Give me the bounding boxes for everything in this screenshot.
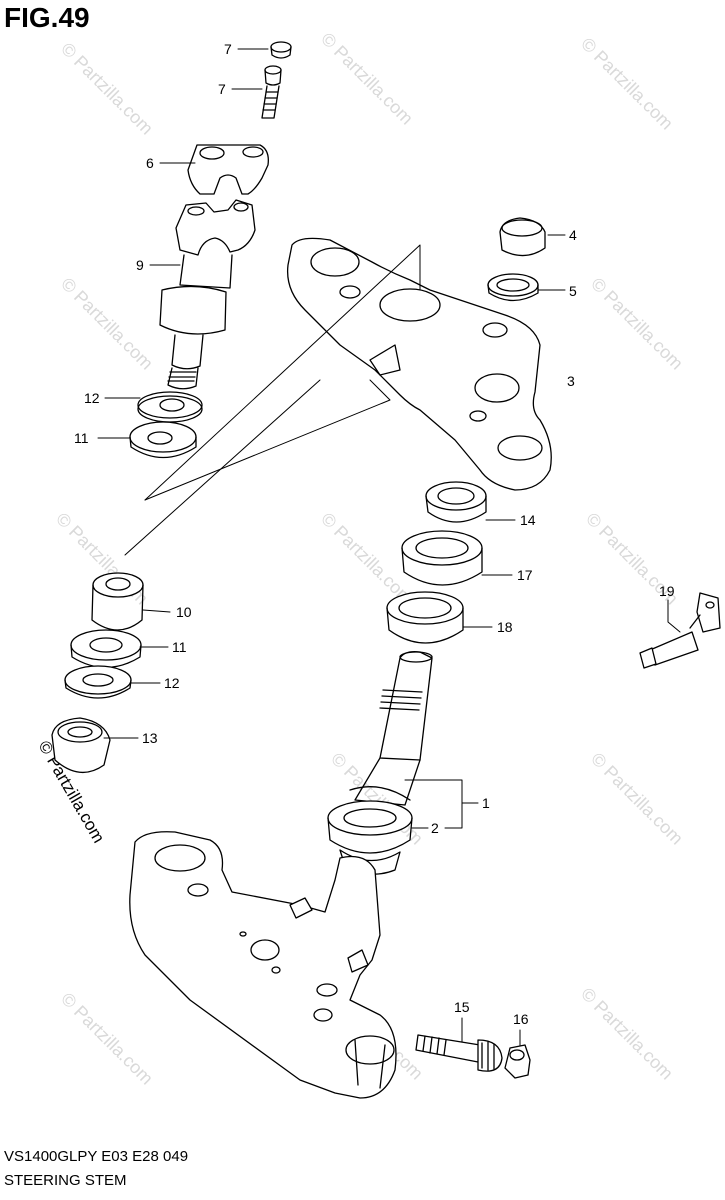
part-7-bolt — [261, 65, 282, 119]
watermark: © Partzilla.com — [57, 39, 157, 139]
figure-title: FIG.49 — [4, 2, 90, 33]
part-9-holder — [159, 199, 256, 390]
callout-18: 18 — [497, 619, 513, 635]
callout-2: 2 — [431, 820, 439, 836]
callout-12: 12 — [164, 675, 180, 691]
part-11-washer-upper — [129, 421, 197, 459]
callout-16: 14 — [520, 512, 536, 528]
leader-lines — [97, 48, 681, 1047]
callout-14: 15 — [454, 999, 470, 1015]
watermark: © Partzilla.com — [57, 989, 157, 1089]
part-4-nut — [499, 217, 546, 257]
callout-13: 13 — [142, 730, 158, 746]
part-8-cap — [270, 41, 292, 59]
watermark: © Partzilla.com — [587, 274, 687, 374]
callout-4: 4 — [569, 227, 577, 243]
callout-12: 12 — [84, 390, 100, 406]
section-name: STEERING STEM — [4, 1172, 127, 1189]
callout-8: 7 — [224, 41, 232, 57]
part-17-seal — [401, 530, 483, 586]
part-11-washer-lower — [70, 629, 142, 669]
part-1-steering-stem — [349, 650, 433, 806]
part-10-spacer — [91, 572, 144, 631]
watermark: © Partzilla.com — [577, 34, 677, 134]
part-12-washer-upper — [137, 391, 203, 423]
callout-11: 11 — [74, 430, 89, 446]
callout-9: 9 — [136, 257, 144, 273]
part-3-upper-bracket — [124, 237, 552, 556]
callout-11: 11 — [172, 639, 187, 655]
callout-labels: 7 7 6 9 12 11 4 5 3 14 17 18 19 10 11 12… — [74, 41, 675, 1027]
part-14-bolt — [415, 1034, 503, 1072]
callout-10: 10 — [176, 604, 192, 620]
model-code: VS1400GLPY E03 E28 049 — [4, 1148, 189, 1165]
watermark: © Partzilla.com — [587, 749, 687, 849]
callout-6: 6 — [146, 155, 154, 171]
watermark: © Partzilla.com — [57, 274, 157, 374]
watermark: © Partzilla.com — [577, 984, 677, 1084]
part-18-bearing — [386, 591, 464, 644]
part-6-clamp — [187, 144, 269, 195]
callout-15: 16 — [513, 1011, 529, 1027]
part-19-sensor — [639, 592, 721, 669]
callout-17: 17 — [517, 567, 533, 583]
callout-1: 1 — [482, 795, 490, 811]
part-16-nut — [425, 481, 487, 523]
part-13-nut — [51, 717, 111, 773]
callout-7: 7 — [218, 81, 226, 97]
callout-3: 3 — [567, 373, 575, 389]
callout-19: 19 — [659, 583, 675, 599]
watermark: © Partzilla.com — [317, 29, 417, 129]
callout-5: 5 — [569, 283, 577, 299]
lower-bracket — [129, 831, 397, 1099]
part-15-nut — [504, 1044, 531, 1079]
watermark: © Partzilla.com — [317, 509, 417, 609]
part-12-washer-lower — [64, 665, 132, 699]
part-5-washer — [487, 273, 539, 302]
